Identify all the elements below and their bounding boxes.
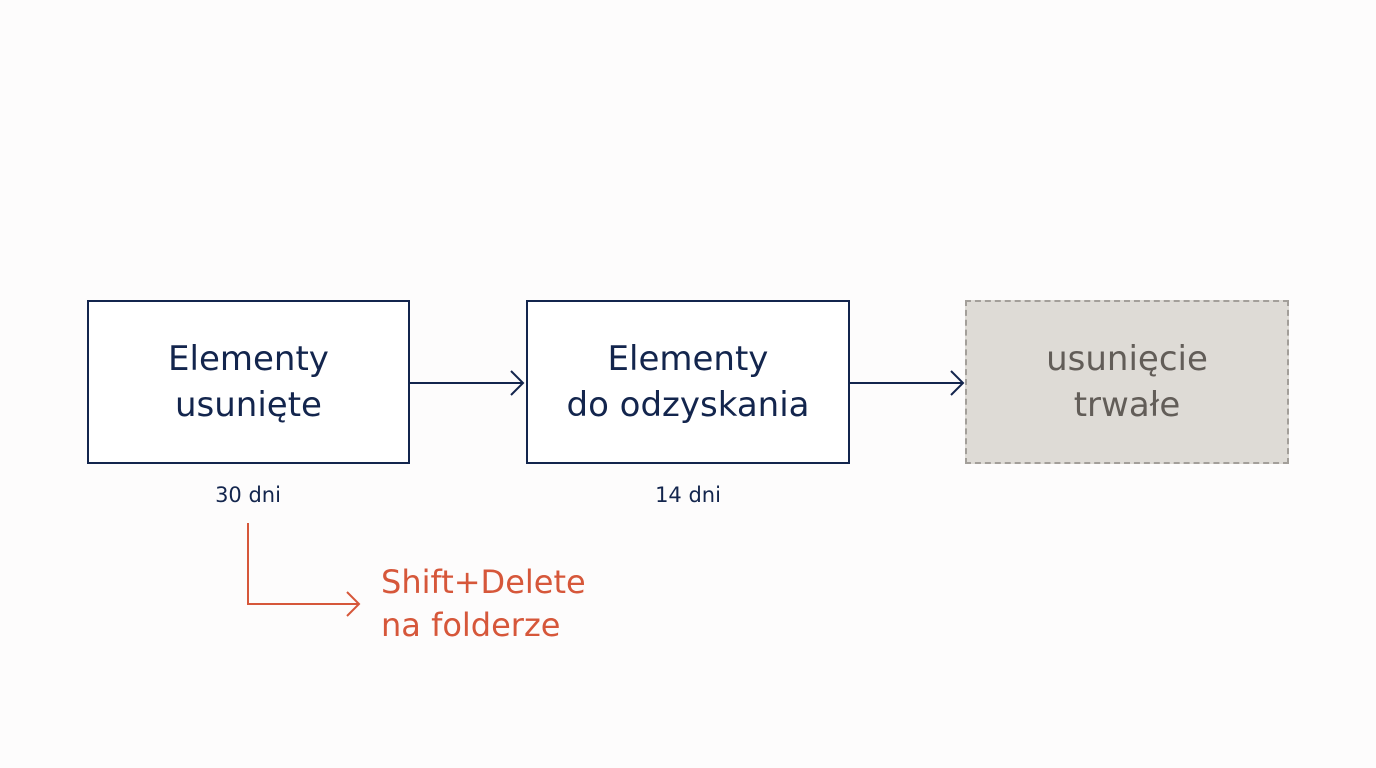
arrow-shortcut-bypass [247,523,361,617]
shortcut-note-line1: Shift+Delete [381,563,586,601]
arrow-deleted-to-recoverable [410,370,525,396]
node-permanent-deletion-line2: trwałe [1073,385,1181,425]
node-deleted-items-line2: usunięte [175,385,322,425]
arrow-recoverable-to-permanent [850,370,965,396]
duration-recoverable-items: 14 dni [655,483,721,507]
node-permanent-deletion: usunięcie trwałe [965,300,1289,464]
shortcut-note: Shift+Delete na folderze [381,561,586,647]
node-recoverable-items-line1: Elementy [607,339,769,379]
duration-deleted-items: 30 dni [215,483,281,507]
node-recoverable-items: Elementy do odzyskania [526,300,850,464]
node-deleted-items-line1: Elementy [168,339,329,379]
node-recoverable-items-line2: do odzyskania [566,385,810,425]
shortcut-note-line2: na folderze [381,606,561,644]
node-deleted-items: Elementy usunięte [87,300,410,464]
node-permanent-deletion-line1: usunięcie [1046,339,1208,379]
